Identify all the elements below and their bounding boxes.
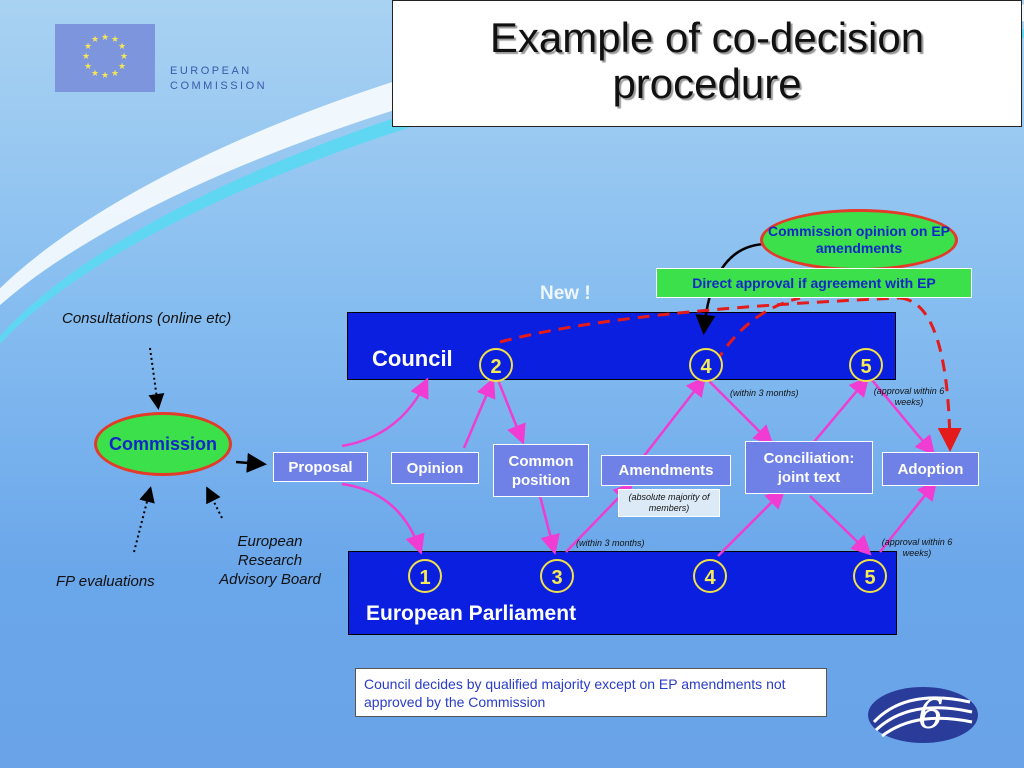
arrow-council-to-common xyxy=(496,379,526,445)
footer-note: Council decides by qualified majority ex… xyxy=(355,668,827,717)
svg-text:★: ★ xyxy=(101,71,109,81)
eu-wordmark: EUROPEAN COMMISSION xyxy=(170,64,267,94)
title-line2: procedure xyxy=(612,60,802,107)
title-box: Example of co-decision procedure xyxy=(392,0,1022,127)
eu-wordmark-line2: COMMISSION xyxy=(170,80,268,92)
step-proposal: Proposal xyxy=(273,452,368,482)
parliament-step-3: 3 xyxy=(540,559,574,593)
arrow-commission-to-proposal xyxy=(235,452,267,473)
arrow-council4-to-conciliation xyxy=(707,379,774,446)
arrow-conciliation-to-ep5 xyxy=(809,495,872,556)
title-line1: Example of co-decision xyxy=(489,14,925,61)
arrow-consultations-to-commission xyxy=(148,347,165,410)
council-step-2: 2 xyxy=(479,348,513,382)
eu-wordmark-line1: EUROPEAN xyxy=(170,65,252,77)
arrow-advisory-to-commission xyxy=(206,486,223,519)
dashed-council-to-direct-approval xyxy=(499,296,901,344)
direct-approval-callout: Direct approval if agreement with EP xyxy=(656,268,972,298)
arrow-council5-to-adoption xyxy=(871,379,936,456)
step-conciliation: Conciliation: joint text xyxy=(745,441,873,494)
commission-node: Commission xyxy=(94,412,232,476)
arrow-proposal-to-council xyxy=(341,377,429,448)
absolute-majority-note: (absolute majority of members) xyxy=(618,489,720,517)
new-label: New ! xyxy=(540,283,591,304)
svg-text:★: ★ xyxy=(118,42,126,52)
eu-flag-logo: ★★★ ★★★ ★★★ ★★★ xyxy=(55,24,155,92)
step-common-position: Common position xyxy=(493,444,589,497)
ep-within-3-months-note: (within 3 months) xyxy=(576,538,645,548)
dashed-council4-to-direct-approval xyxy=(704,296,801,381)
consultations-label: Consultations (online etc) xyxy=(62,310,232,327)
svg-text:★: ★ xyxy=(91,35,99,45)
arrow-proposal-to-parliament xyxy=(341,482,425,555)
arrow-ep5-to-adoption xyxy=(879,480,938,553)
arrow-ep4-to-conciliation xyxy=(717,488,786,557)
svg-text:6: 6 xyxy=(918,692,943,738)
arrow-conciliation-to-council5 xyxy=(813,376,870,443)
step-adoption: Adoption xyxy=(882,452,979,486)
council-label: Council xyxy=(372,346,453,371)
parliament-label: European Parliament xyxy=(366,602,577,625)
commission-opinion-callout: Commission opinion on EP amendments xyxy=(760,209,958,271)
council-within-3-months-note: (within 3 months) xyxy=(730,388,799,398)
svg-text:★: ★ xyxy=(84,42,92,52)
parliament-step-4: 4 xyxy=(693,559,727,593)
dashed-direct-approval-to-adoption xyxy=(899,296,962,452)
council-approval-6-weeks-note: (approval within 6 weeks) xyxy=(873,386,945,407)
svg-text:★: ★ xyxy=(91,69,99,79)
parliament-step-5: 5 xyxy=(853,559,887,593)
fp-evaluations-label: FP evaluations xyxy=(56,573,155,590)
arrow-amendments-to-council4 xyxy=(643,376,707,457)
fp6-logo: 6 xyxy=(868,687,978,743)
svg-text:★: ★ xyxy=(84,62,92,72)
svg-text:★: ★ xyxy=(101,33,109,43)
council-step-4: 4 xyxy=(689,348,723,382)
svg-text:★: ★ xyxy=(111,35,119,45)
arrow-opinion-callout-to-council xyxy=(695,242,769,335)
page-title: Example of co-decision procedure xyxy=(393,1,1021,107)
council-bar xyxy=(347,312,896,380)
svg-text:★: ★ xyxy=(120,52,128,62)
svg-text:★: ★ xyxy=(118,62,126,72)
step-opinion: Opinion xyxy=(391,452,479,484)
parliament-bar xyxy=(348,551,897,635)
advisory-board-label: European Research Advisory Board xyxy=(219,533,321,588)
svg-text:★: ★ xyxy=(111,69,119,79)
ep-approval-6-weeks-note: (approval within 6 weeks) xyxy=(881,537,953,558)
svg-text:★: ★ xyxy=(82,52,90,62)
arrow-common-to-parliament xyxy=(538,495,560,555)
step-amendments: Amendments xyxy=(601,455,731,486)
arrow-fp-eval-to-commission xyxy=(133,486,155,553)
arrow-opinion-to-council xyxy=(462,377,496,449)
council-step-5: 5 xyxy=(849,348,883,382)
parliament-step-1: 1 xyxy=(408,559,442,593)
